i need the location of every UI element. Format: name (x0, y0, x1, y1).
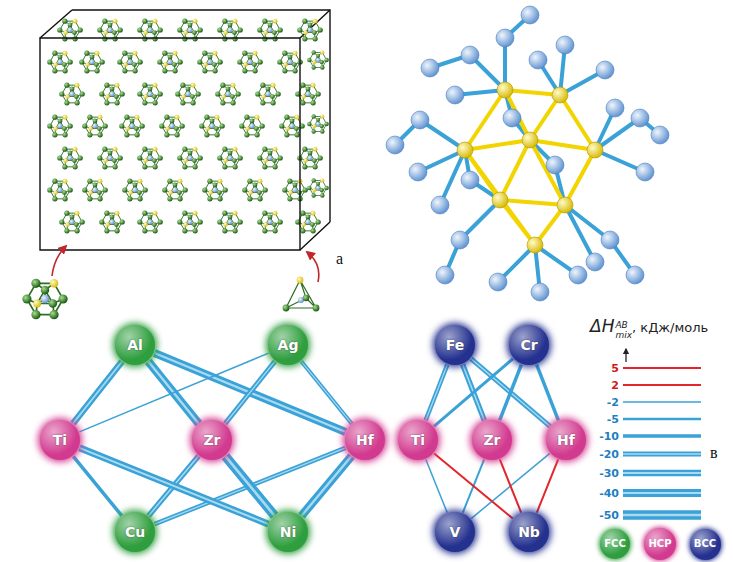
element-circle: Zr (472, 420, 512, 460)
element-symbol: Cu (125, 525, 145, 539)
mixing-enthalpy-line (73, 361, 122, 423)
structure-swatch: HCP (644, 528, 676, 560)
element-circle: Zr (192, 420, 232, 460)
legend-value: -30 (599, 468, 619, 479)
element-symbol: Zr (483, 433, 500, 447)
element-symbol: Cr (520, 338, 537, 352)
subscript: mix (615, 330, 632, 340)
mixing-enthalpy-line (426, 365, 448, 421)
element-circle: Nb (509, 512, 549, 552)
element-circle: Al (115, 325, 155, 365)
legend-text: BCC (694, 539, 716, 549)
element-circle: Ti (40, 420, 80, 460)
mixing-enthalpy-line (225, 361, 275, 423)
mixing-enthalpy-line (500, 365, 522, 421)
legend-value: 2 (611, 380, 619, 391)
legend-value: -10 (599, 431, 619, 442)
legend-value: -2 (607, 397, 619, 408)
line-sample (623, 447, 703, 461)
legend-value: -5 (607, 414, 619, 425)
mixing-enthalpy-line (154, 353, 345, 432)
index-stack: ABmix (615, 320, 632, 340)
mixing-enthalpy-line (537, 365, 559, 421)
element-symbol: Nb (518, 525, 540, 539)
mixing-enthalpy-line (537, 459, 558, 512)
element-circle: V (435, 512, 475, 552)
mixing-enthalpy-line (79, 353, 268, 432)
unit-text: , кДж/моль (632, 320, 708, 335)
line-sample (623, 378, 703, 392)
quantity-symbol: ΔH (590, 316, 614, 336)
element-symbol: Hf (356, 433, 374, 447)
mixing-enthalpy-line (426, 459, 447, 512)
element-circle: Cu (115, 512, 155, 552)
element-circle: Ni (268, 512, 308, 552)
line-sample (623, 486, 703, 500)
element-circle: Hf (345, 420, 385, 460)
mixing-enthalpy-line (301, 361, 352, 423)
mixing-enthalpy-line (79, 448, 268, 524)
structure-swatch: FCC (600, 529, 630, 559)
element-symbol: Ni (280, 525, 297, 539)
legend-value: 5 (611, 363, 619, 374)
element-circle: Ti (398, 420, 438, 460)
element-symbol: Hf (557, 433, 575, 447)
legend-text: HCP (648, 539, 671, 549)
line-sample (623, 395, 703, 409)
element-circle: Ag (268, 325, 308, 365)
legend-value: -50 (599, 510, 619, 521)
element-circle: Cr (509, 325, 549, 365)
line-sample (623, 429, 703, 443)
element-symbol: Ag (278, 338, 299, 352)
axis-title: ΔHABmix, кДж/моль (590, 316, 708, 340)
panel-letter: а (336, 250, 343, 268)
element-symbol: Zr (203, 433, 220, 447)
element-symbol: Fe (446, 338, 465, 352)
mixing-enthalpy-line (225, 456, 274, 516)
element-circle: Hf (546, 420, 586, 460)
line-sample (623, 412, 703, 426)
mixing-enthalpy-line (500, 459, 521, 512)
element-symbol: Al (127, 338, 143, 352)
legend-value: -20 (599, 449, 619, 460)
element-circle: Fe (435, 325, 475, 365)
element-symbol: V (450, 525, 461, 539)
line-sample (623, 466, 703, 480)
element-symbol: Ti (53, 433, 67, 447)
mixing-enthalpy-line (301, 456, 351, 516)
line-sample (623, 361, 703, 375)
element-symbol: Ti (411, 433, 425, 447)
structure-swatch: BCC (690, 529, 721, 560)
legend-value: -40 (599, 488, 619, 499)
superscript: AB (615, 320, 632, 330)
legend-text: FCC (604, 539, 626, 549)
line-sample (623, 508, 703, 522)
panel-letter: в (710, 444, 718, 462)
